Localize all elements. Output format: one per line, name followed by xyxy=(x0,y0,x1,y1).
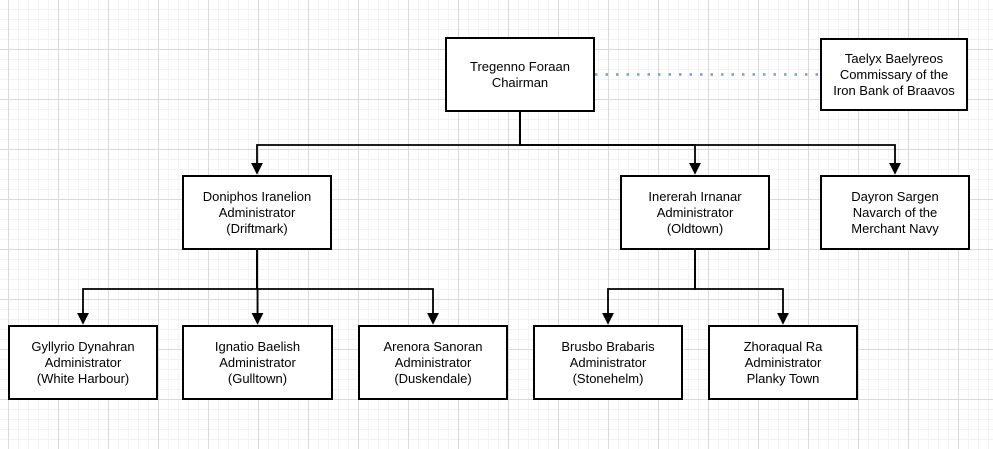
org-node-label-line: Commissary of the xyxy=(839,66,949,82)
org-node-label-line: Administrator xyxy=(219,354,296,370)
org-node-label-line: Inererah Irnanar xyxy=(648,188,742,204)
edge-admin-oldtown-to-admin-stonehelm[interactable] xyxy=(602,250,696,325)
org-node-label-line: Planky Town xyxy=(746,370,820,386)
org-node-label-line: Chairman xyxy=(491,74,549,90)
org-node-label-line: Administrator xyxy=(44,354,122,370)
org-node-label-line: Navarch of the xyxy=(852,204,938,220)
org-node-label-line: Dayron Sargen xyxy=(851,188,939,204)
org-node-label-line: Zhoraqual Ra xyxy=(743,338,823,354)
edge-chairman-to-navarch[interactable] xyxy=(519,112,901,175)
org-node-label-line: Tregenno Foraan xyxy=(470,58,570,74)
org-node-label-line: Ignatio Baelish xyxy=(214,338,301,354)
org-node-label-line: Doniphos Iranelion xyxy=(202,188,312,204)
org-node-label-line: Administrator xyxy=(218,204,296,220)
org-node-label-line: Merchant Navy xyxy=(851,220,939,236)
edge-chairman-to-admin-driftmark[interactable] xyxy=(251,112,521,175)
org-node-label-line: Taelyx Baelyreos xyxy=(844,50,944,66)
org-node-label-line: (Gulltown) xyxy=(227,370,288,386)
org-node-label-line: Administrator xyxy=(569,354,647,370)
org-node-label-line: (Driftmark) xyxy=(226,220,288,236)
edge-admin-oldtown-to-admin-planky-town[interactable] xyxy=(694,250,789,325)
org-node-label-line: Administrator xyxy=(744,354,822,370)
org-node-label-line: Iron Bank of Braavos xyxy=(833,82,955,98)
org-node-label-line: (Stonehelm) xyxy=(572,370,644,386)
org-node-label-line: Brusbo Brabaris xyxy=(561,338,655,354)
edge-chairman-to-admin-oldtown[interactable] xyxy=(519,112,701,175)
org-node-label-line: (White Harbour) xyxy=(36,370,130,386)
org-node-label-line: (Oldtown) xyxy=(666,220,724,236)
org-node-label-line: (Duskendale) xyxy=(394,370,472,386)
org-node-label-line: Administrator xyxy=(656,204,734,220)
org-node-label-line: Arenora Sanoran xyxy=(383,338,483,354)
org-node-label-line: Administrator xyxy=(394,354,472,370)
edge-admin-driftmark-to-admin-duskendale[interactable] xyxy=(256,250,439,325)
org-node-label-line: Gyllyrio Dynahran xyxy=(31,338,135,354)
edge-admin-driftmark-to-admin-white-harbour[interactable] xyxy=(77,250,258,325)
